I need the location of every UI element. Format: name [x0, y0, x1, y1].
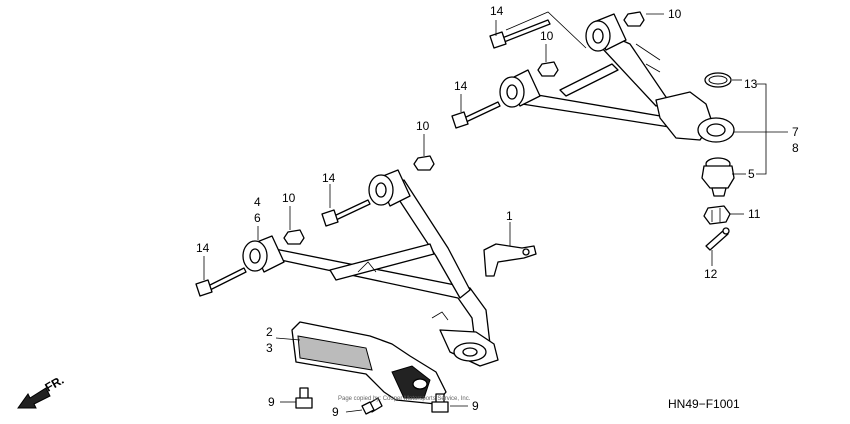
callout-8: 8 [792, 141, 799, 155]
callout-10-upper-front: 10 [668, 7, 682, 21]
screw-left [295, 387, 313, 409]
callout-14-lower-rear: 14 [322, 171, 336, 185]
lower-arm-rear-bushing [368, 169, 411, 207]
callout-7: 7 [792, 125, 799, 139]
callout-5: 5 [748, 167, 755, 181]
nut-lower-rear [413, 155, 435, 171]
lower-arm-front-bushing [242, 235, 285, 273]
screw-middle [361, 397, 383, 415]
callout-10-lower-front: 10 [282, 191, 296, 205]
callout-11: 11 [748, 207, 761, 221]
castle-nut [703, 205, 731, 225]
nut-upper-front [623, 11, 645, 27]
callout-10-lower-rear: 10 [416, 119, 430, 133]
bolt-lower-rear [321, 199, 371, 227]
callout-9-left: 9 [268, 395, 275, 409]
callout-14-lower-front: 14 [196, 241, 210, 255]
screw-right [431, 393, 449, 413]
bolt-lower-front [195, 267, 247, 297]
ball-joint [701, 157, 735, 197]
circlip [704, 72, 732, 88]
callout-13: 13 [744, 77, 758, 91]
watermark-text: Page copied by: Cooper Motorsports Servi… [338, 396, 471, 402]
bolt-upper-rear [451, 101, 501, 129]
upper-arm [499, 13, 735, 143]
callout-14-upper-rear: 14 [454, 79, 468, 93]
callout-6: 6 [254, 211, 261, 225]
callout-14-upper-front: 14 [490, 4, 504, 18]
leader-lines [203, 11, 788, 413]
arrow-icon [17, 387, 51, 409]
cotter-pin [705, 227, 730, 251]
upper-arm-front-bushing [585, 13, 627, 52]
callout-12: 12 [704, 267, 718, 281]
lower-arm [242, 169, 499, 367]
brake-hose-bracket [483, 243, 537, 277]
upper-arm-rear-bushing [499, 69, 541, 108]
drawing-code: HN49−F1001 [668, 397, 740, 411]
callout-2: 2 [266, 325, 273, 339]
callout-9-middle: 9 [332, 405, 339, 419]
front-direction-arrow: FR. [17, 373, 66, 409]
callout-10-upper-rear: 10 [540, 29, 554, 43]
callout-4: 4 [254, 195, 261, 209]
callouts: 14 10 10 14 13 7 8 5 11 12 10 14 1 4 6 1… [196, 4, 799, 419]
callout-1: 1 [506, 209, 513, 223]
bolt-upper-front [489, 19, 551, 49]
nut-lower-front [283, 229, 305, 245]
nut-upper-rear [537, 61, 559, 77]
callout-3: 3 [266, 341, 273, 355]
callout-9-right: 9 [472, 399, 479, 413]
arm-guard [291, 321, 447, 405]
